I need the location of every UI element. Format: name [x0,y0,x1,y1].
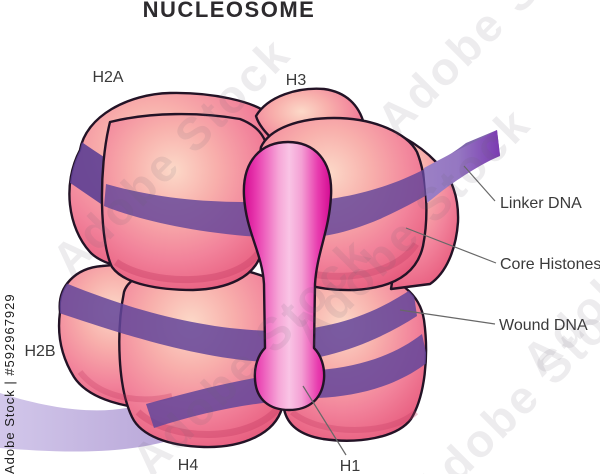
h1-linker-histone [242,140,333,412]
label-h4: H4 [178,457,199,474]
histone-shadow-crevice [290,409,419,433]
label-core-histones: Core Histones [500,256,600,273]
histone-shadow-crevice [135,403,283,438]
label-h1: H1 [340,458,361,474]
stock-attribution: Adobe Stock | #592967929 [2,293,17,474]
h1-line [302,385,347,456]
linker-dna-line [463,165,496,202]
wound-dna-band-top [104,130,500,239]
label-h2a: H2A [92,69,123,86]
label-h3: H3 [286,72,307,89]
wound-dna-band-upper [59,280,417,363]
core-histones-line [405,227,497,264]
linker-dna-ribbon [424,130,500,203]
histone-shadow-crevice [77,370,173,403]
label-linker-dna: Linker DNA [500,195,582,212]
label-wound-dna: Wound DNA [499,317,588,334]
wound-dna-line [399,309,496,325]
histone-shadow-crevice [113,249,262,283]
label-h2b: H2B [24,343,55,360]
annotation-lines [302,165,497,456]
diagram-title: NUCLEOSOME [143,0,316,22]
